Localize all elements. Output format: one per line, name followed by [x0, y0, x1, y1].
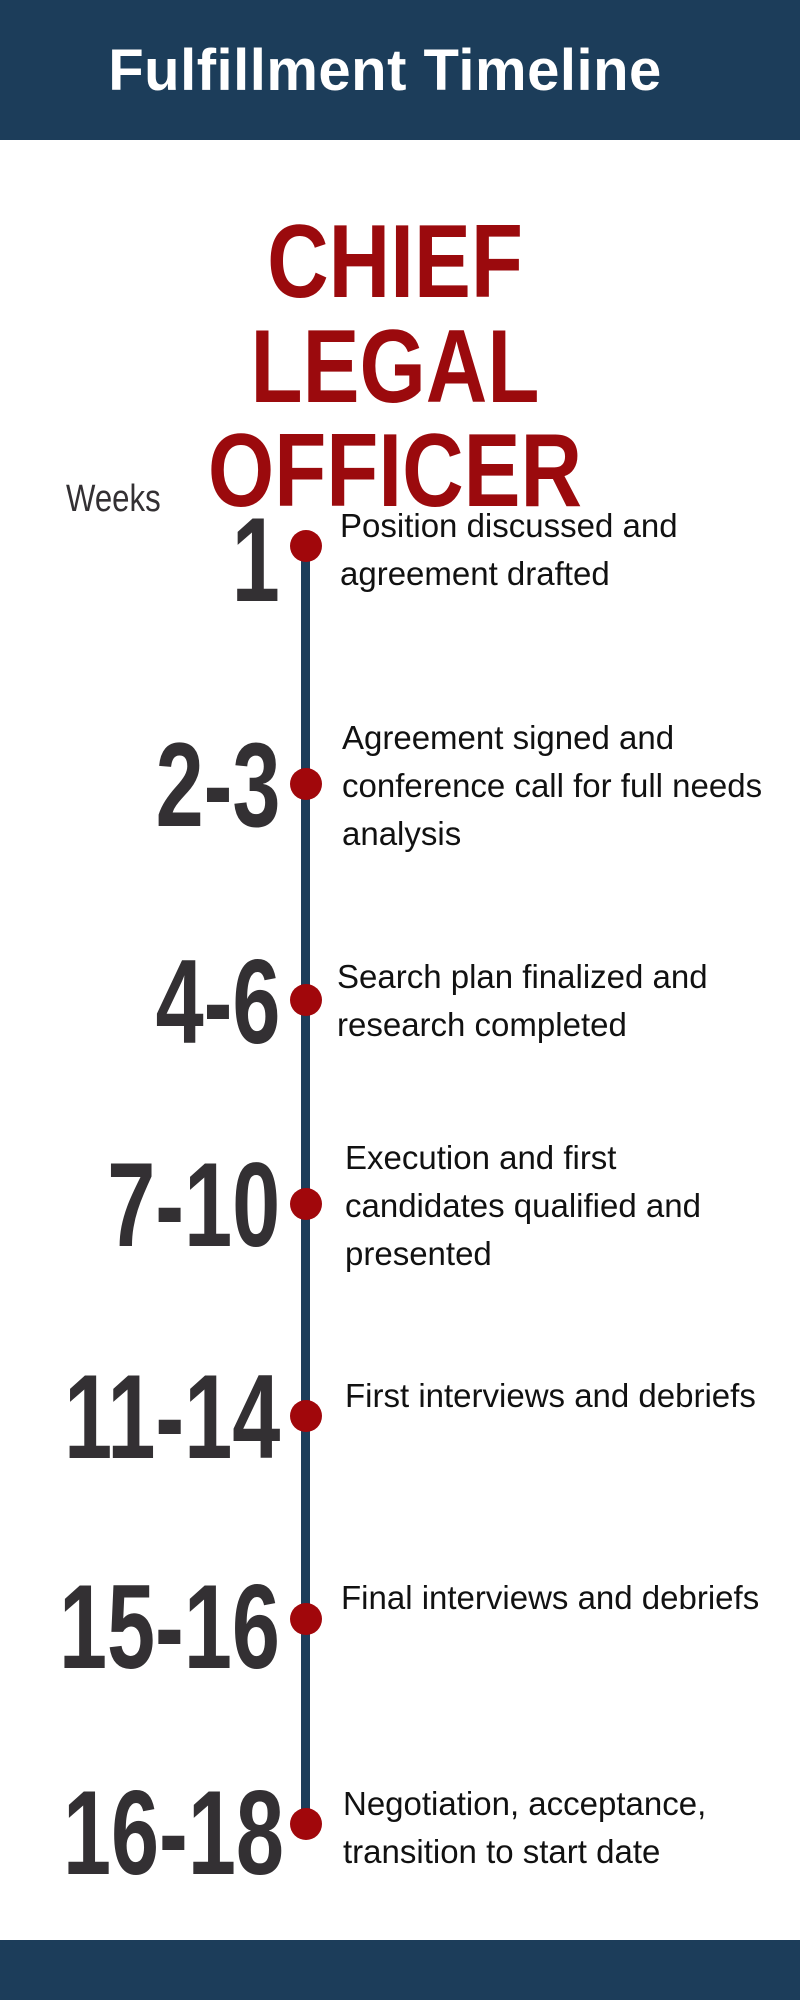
step-description-7: Negotiation, acceptance, transition to s… — [343, 1785, 707, 1870]
step-description-6: Final interviews and debriefs — [341, 1579, 760, 1616]
timeline-dot — [290, 1188, 322, 1220]
header-bar: Fulfillment Timeline — [0, 0, 800, 140]
timeline-dot — [290, 1603, 322, 1635]
step-weeks-4: 7-10 — [107, 1138, 280, 1272]
weeks-axis-label: Weeks — [66, 478, 161, 520]
step-weeks-1: 1 — [231, 493, 280, 627]
step-description-5: First interviews and debriefs — [345, 1377, 756, 1414]
page-title: Fulfillment Timeline — [108, 37, 662, 103]
timeline-dot — [290, 768, 322, 800]
timeline-dot — [290, 984, 322, 1016]
step-description-3: Search plan finalized and research compl… — [337, 958, 708, 1043]
step-description-4: Execution and first candidates qualified… — [345, 1139, 701, 1272]
footer-bar — [0, 1940, 800, 2000]
role-title-line2: LEGAL OFFICER — [207, 309, 583, 529]
timeline-line — [301, 545, 310, 1830]
step-weeks-5: 11-14 — [63, 1350, 280, 1484]
step-description-1: Position discussed and agreement drafted — [340, 507, 678, 592]
role-title-line1: CHIEF — [267, 204, 523, 320]
step-weeks-6: 15-16 — [59, 1560, 280, 1694]
step-description-2: Agreement signed and conference call for… — [342, 719, 763, 852]
timeline-dot — [290, 1400, 322, 1432]
timeline-dot — [290, 530, 322, 562]
step-weeks-7: 16-18 — [63, 1766, 284, 1900]
step-weeks-3: 4-6 — [155, 935, 280, 1069]
timeline-dot — [290, 1808, 322, 1840]
step-weeks-2: 2-3 — [155, 718, 280, 852]
